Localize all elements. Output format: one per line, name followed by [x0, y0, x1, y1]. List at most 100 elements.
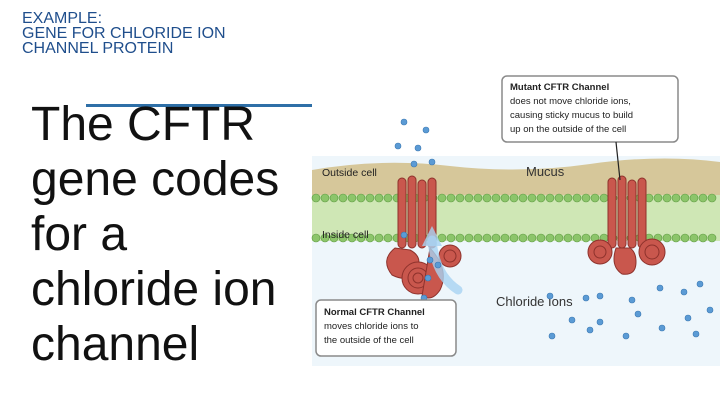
mucus-label: Mucus	[526, 164, 565, 179]
membrane-bead	[473, 233, 483, 243]
membrane-bead	[545, 233, 555, 243]
chloride-ion	[680, 288, 688, 296]
chloride-ions	[394, 118, 714, 340]
membrane-bead	[671, 193, 681, 203]
body-line-3: for a	[31, 208, 128, 261]
normal-callout-line-2: the outside of the cell	[324, 335, 414, 346]
chloride-ion	[622, 332, 630, 340]
membrane-bead	[374, 193, 384, 203]
cftr-channel-diagram: Outside cell Inside cell Mucus Chloride …	[311, 75, 720, 366]
membrane-bead	[581, 193, 591, 203]
membrane-bead	[554, 233, 564, 243]
membrane-bead	[572, 233, 582, 243]
inside-cell-label: Inside cell	[322, 229, 369, 241]
chloride-ion	[400, 118, 408, 126]
membrane-bead	[500, 233, 510, 243]
mutant-callout-line-2: causing sticky mucus to build	[510, 110, 633, 121]
membrane-bead	[338, 193, 348, 203]
chloride-ion	[400, 231, 408, 239]
header-line-2: GENE FOR CHLORIDE ION	[22, 25, 226, 42]
membrane-bead	[572, 193, 582, 203]
mutant-callout-title: Mutant CFTR Channel	[510, 82, 609, 93]
chloride-ion	[634, 310, 642, 318]
chloride-ions-label: Chloride Ions	[496, 294, 573, 309]
membrane-bead	[473, 193, 483, 203]
chloride-ion	[692, 330, 700, 338]
membrane-bead	[347, 193, 357, 203]
chloride-ion	[658, 324, 666, 332]
membrane-bead	[707, 193, 717, 203]
slide-body-text: The CFTR gene codes for a chloride ion c…	[31, 97, 311, 372]
membrane-bead	[527, 193, 537, 203]
chloride-ion	[596, 292, 604, 300]
membrane-bead	[554, 193, 564, 203]
membrane-bead	[689, 193, 699, 203]
body-line-2: gene codes	[31, 153, 280, 206]
membrane-bead	[329, 233, 339, 243]
body-line-1: The CFTR	[31, 98, 256, 151]
membrane-bead	[563, 193, 573, 203]
chloride-ion	[684, 314, 692, 322]
chloride-ion	[568, 316, 576, 324]
chloride-ion	[410, 160, 418, 168]
membrane-bead	[689, 233, 699, 243]
chloride-ion	[422, 126, 430, 134]
membrane-bead	[599, 193, 609, 203]
header-line-3: CHANNEL PROTEIN	[22, 40, 174, 57]
membrane-bead	[383, 193, 393, 203]
membrane-bead	[662, 193, 672, 203]
membrane-bead	[680, 233, 690, 243]
membrane-bead	[563, 233, 573, 243]
membrane-bead	[338, 233, 348, 243]
chloride-ion	[656, 284, 664, 292]
membrane-bead	[455, 233, 465, 243]
membrane-bead	[464, 233, 474, 243]
membrane-bead	[311, 193, 321, 203]
chloride-ion	[706, 306, 714, 314]
membrane-bead	[320, 193, 330, 203]
membrane-bead	[437, 193, 447, 203]
ion-flow-arrowhead	[422, 226, 442, 246]
membrane-bead	[518, 233, 528, 243]
membrane-bead	[320, 233, 330, 243]
chloride-ion	[434, 261, 442, 269]
membrane-bead	[698, 233, 708, 243]
membrane-bead	[347, 233, 357, 243]
membrane-bead	[653, 193, 663, 203]
normal-callout-line-1: moves chloride ions to	[324, 321, 419, 332]
membrane-bead	[590, 193, 600, 203]
chloride-ion	[428, 158, 436, 166]
membrane-bead	[374, 233, 384, 243]
membrane-bead	[482, 193, 492, 203]
membrane-bead	[491, 193, 501, 203]
membrane-bead	[527, 233, 537, 243]
chloride-ion	[426, 256, 434, 264]
membrane-bead	[680, 193, 690, 203]
membrane-bead	[311, 233, 321, 243]
membrane-bead	[365, 193, 375, 203]
membrane-bead	[365, 233, 375, 243]
chloride-ion	[546, 292, 554, 300]
chloride-ion	[394, 142, 402, 150]
chloride-ion	[628, 296, 636, 304]
membrane-bead	[356, 193, 366, 203]
membrane-bead	[446, 233, 456, 243]
membrane-bead	[536, 233, 546, 243]
chloride-ion	[548, 332, 556, 340]
membrane-bead	[662, 233, 672, 243]
membrane-bead	[491, 233, 501, 243]
mutant-callout-line-3: up on the outside of the cell	[510, 124, 626, 135]
membrane-bead	[329, 193, 339, 203]
membrane-bead	[581, 233, 591, 243]
membrane-bead	[536, 193, 546, 203]
normal-callout: Normal CFTR Channel moves chloride ions …	[315, 299, 457, 357]
membrane-bead	[446, 193, 456, 203]
membrane-bead	[518, 193, 528, 203]
membrane-bead	[509, 193, 519, 203]
body-line-4: chloride ion	[31, 263, 277, 316]
normal-callout-title: Normal CFTR Channel	[324, 307, 425, 318]
chloride-ion	[414, 144, 422, 152]
membrane-bead	[482, 233, 492, 243]
body-line-5: channel	[31, 318, 200, 371]
membrane-bead	[464, 193, 474, 203]
